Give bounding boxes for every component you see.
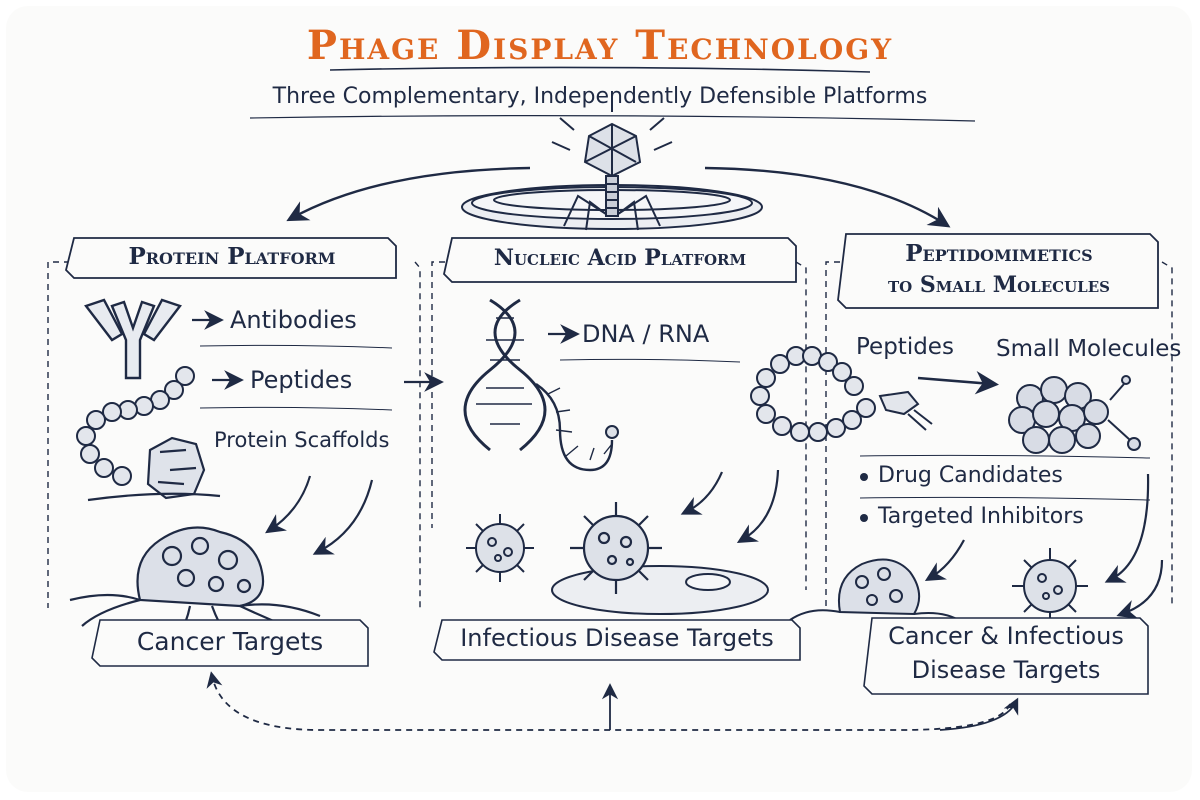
protein-scaffold-icon [87, 436, 221, 502]
label-targeted-inhibitors: Targeted Inhibitors [878, 504, 1084, 529]
label-protein-scaffolds: Protein Scaffolds [214, 428, 390, 452]
title-underline [329, 66, 871, 73]
label-from-peptides: Peptides [856, 334, 954, 360]
nucleic-panel-border [431, 261, 807, 590]
small-molecule-icon [1008, 375, 1141, 454]
virus-large-icon [570, 502, 662, 594]
phage-icon [461, 100, 763, 231]
cancer-cell-icon [69, 526, 321, 643]
virus-right-icon [1012, 548, 1088, 624]
divider-4 [859, 454, 1151, 459]
page-title: Phage Display Technology [306, 22, 894, 69]
subtitle-underline [249, 115, 976, 122]
label-small-molecules: Small Molecules [996, 336, 1182, 362]
infectious-disease-targets-label: Infectious Disease Targets [460, 624, 774, 652]
peptide-chain-icon [76, 366, 195, 486]
arrow-nucleic-to-virus-1 [680, 471, 724, 515]
cancer-cell-small-icon [789, 558, 963, 623]
bullet-dot-2 [860, 514, 868, 522]
arrow-to-peptidomimetics [704, 166, 951, 228]
arrow-protein-to-cancer-2 [312, 479, 374, 555]
dish-icon [551, 565, 769, 615]
bottom-connector-right-head [939, 697, 1019, 731]
combined-targets-line2: Disease Targets [911, 656, 1101, 684]
peptidomimetics-panel-border [825, 261, 1173, 608]
peptidomimetics-header-banner [837, 233, 1159, 309]
arrow-bullets-to-virus [1104, 473, 1150, 583]
virus-small-icon [466, 514, 534, 582]
antibody-icon [84, 298, 182, 380]
protein-panel-border [47, 261, 421, 608]
arrow-peptides-to-small [917, 371, 999, 395]
dna-helix-icon [463, 298, 619, 472]
label-drug-candidates: Drug Candidates [878, 463, 1063, 488]
arrow-bullets-to-cancer [924, 539, 965, 582]
arrow-protein-to-cancer-1 [265, 475, 312, 534]
cancer-targets-label: Cancer Targets [136, 627, 324, 656]
combined-target-banner [863, 617, 1149, 695]
infectious-target-banner [433, 619, 801, 661]
bullet-dot-1 [860, 473, 868, 481]
cancer-target-banner [91, 619, 369, 667]
divider-5 [859, 496, 1151, 501]
arrow-to-protein [286, 166, 531, 222]
arrow-right-side [1116, 559, 1164, 619]
label-dna-rna: DNA / RNA [582, 320, 710, 348]
label-peptides: Peptides [250, 366, 353, 394]
nucleic-platform-header: Nucleic Acid Platform [493, 245, 747, 271]
combined-targets-line1: Cancer & Infectious [888, 622, 1124, 650]
divider-2 [199, 406, 393, 411]
protein-platform-header: Protein Platform [128, 243, 336, 270]
divider-1 [199, 344, 393, 349]
label-antibodies: Antibodies [230, 306, 357, 334]
divider-3 [559, 358, 741, 363]
protein-header-banner [65, 237, 397, 279]
peptide-to-molecule-chain-icon [750, 346, 933, 442]
peptidomimetics-header-line1: Peptidomimetics [905, 240, 1093, 267]
page-subtitle: Three Complementary, Independently Defen… [272, 84, 928, 109]
arrow-nucleic-to-virus-2 [736, 469, 780, 544]
nucleic-header-banner [443, 237, 797, 283]
peptidomimetics-header-line2: to Small Molecules [887, 272, 1110, 298]
